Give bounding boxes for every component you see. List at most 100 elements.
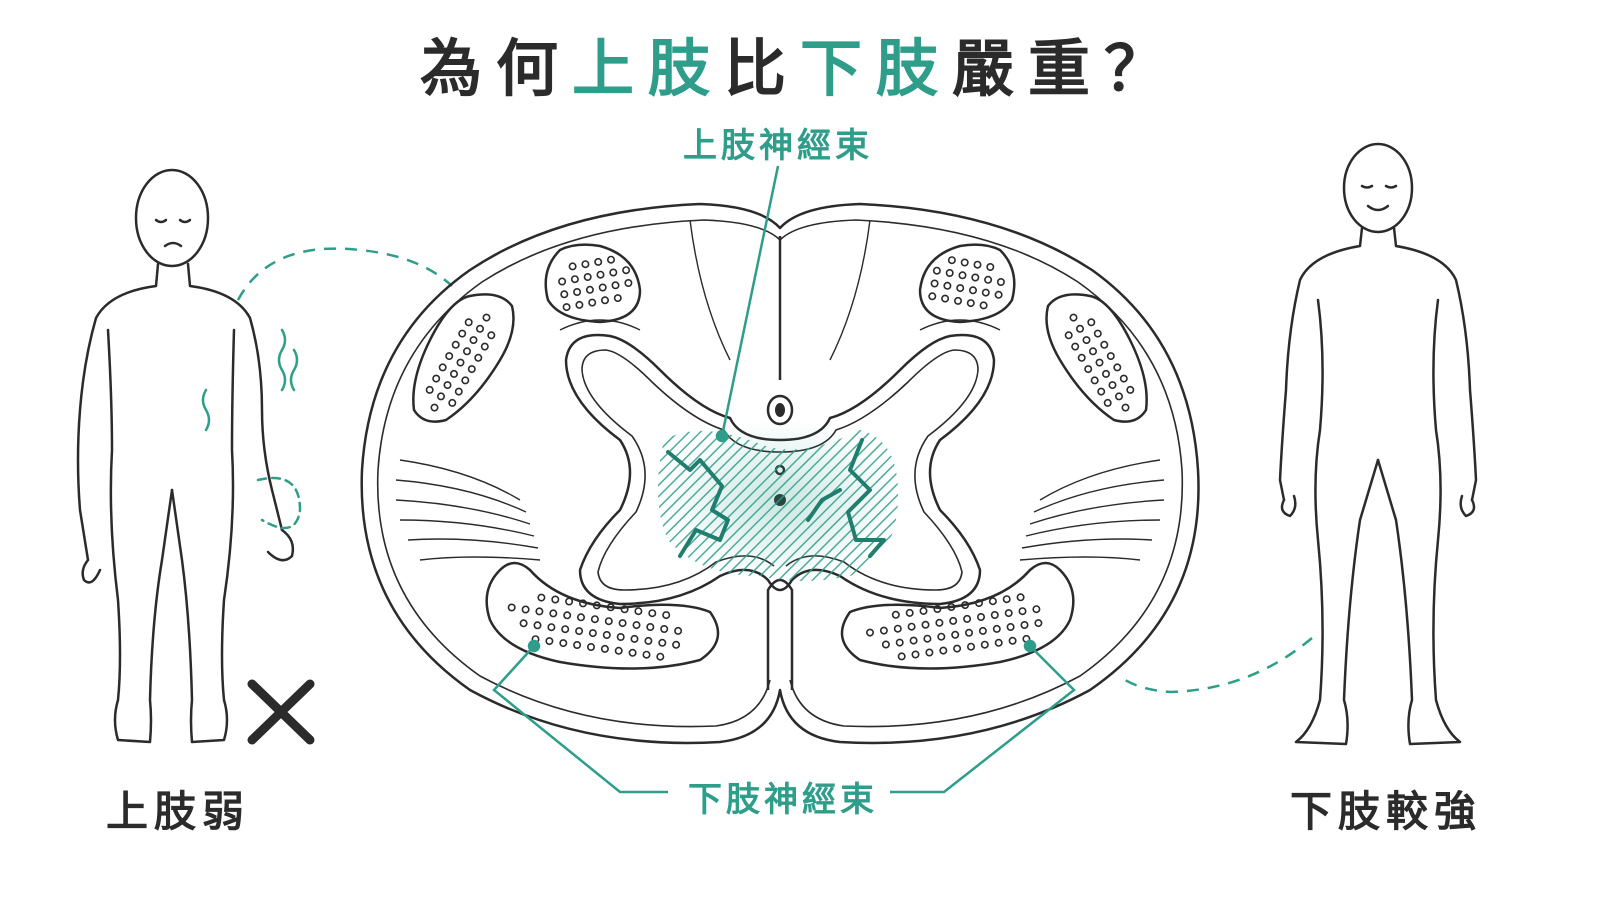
fiber-dot	[988, 597, 997, 606]
fiber-dot	[547, 623, 556, 632]
fiber-dot	[1097, 387, 1106, 396]
fiber-dot	[592, 601, 601, 610]
fiber-dot	[891, 610, 900, 619]
fiber-dot	[432, 374, 441, 383]
fiber-dot	[596, 270, 605, 279]
fiber-dot	[1108, 381, 1117, 390]
fiber-dot	[658, 638, 667, 647]
fiber-dot	[662, 611, 671, 620]
fiber-dot	[909, 636, 918, 645]
fiber-dot	[1093, 329, 1102, 338]
fiber-dot	[588, 629, 597, 638]
fiber-dot	[1016, 593, 1025, 602]
fiber-dot	[973, 260, 982, 269]
fiber-dot	[570, 275, 579, 284]
damaged-central-region	[657, 420, 900, 581]
fiber-dot	[563, 611, 572, 620]
fiber-dot	[865, 628, 874, 637]
fiber-dot	[932, 266, 941, 275]
fiber-dot	[604, 617, 613, 626]
fiber-dot	[562, 303, 571, 312]
fiber-dot	[907, 622, 916, 631]
fiber-dot	[594, 257, 603, 266]
fiber-dot	[462, 347, 471, 356]
fiber-dot	[1084, 365, 1093, 374]
fiber-dot	[981, 288, 990, 297]
tract-leader-lines	[492, 165, 1076, 794]
fiber-dot	[1032, 605, 1041, 614]
fiber-dot	[583, 272, 592, 281]
fiber-dot	[581, 260, 590, 269]
fiber-dot	[968, 286, 977, 295]
fiber-dot	[535, 607, 544, 616]
fiber-dot	[994, 638, 1003, 647]
fiber-dot	[443, 381, 452, 390]
fiber-dot	[588, 298, 597, 307]
fiber-dot	[1090, 376, 1099, 385]
fiber-dot	[598, 283, 607, 292]
fiber-dot	[568, 262, 577, 271]
fiber-dot	[1102, 369, 1111, 378]
right-human-figure	[1278, 142, 1478, 746]
fiber-dot	[606, 255, 615, 264]
fiber-dot	[992, 624, 1001, 633]
fiber-dot	[611, 281, 620, 290]
fiber-dot	[602, 630, 611, 639]
fiber-dot	[606, 603, 615, 612]
fiber-dot	[990, 610, 999, 619]
fiber-dot	[994, 290, 1003, 299]
fiber-dot	[930, 279, 939, 288]
fiber-dot	[933, 604, 942, 613]
fiber-dot	[573, 640, 582, 649]
fiber-dot	[1115, 392, 1124, 401]
fiber-dot	[436, 392, 445, 401]
right-connector-line	[1121, 637, 1313, 694]
fiber-dot	[949, 616, 958, 625]
fiber-dot	[963, 614, 972, 623]
fiber-dot	[575, 300, 584, 309]
spinal-cord-cross-section	[360, 202, 1200, 745]
fiber-dot	[1008, 636, 1017, 645]
fiber-dot	[905, 608, 914, 617]
fiber-dot	[1064, 331, 1073, 340]
fiber-dot	[560, 290, 569, 299]
fiber-dot	[558, 277, 567, 286]
fiber-dot	[953, 296, 962, 305]
fiber-dot	[1126, 385, 1135, 394]
fiber-dot	[945, 268, 954, 277]
fiber-dot	[1089, 347, 1098, 356]
fiber-dot	[561, 625, 570, 634]
fiber-dot	[1119, 374, 1128, 383]
left-caption: 上肢弱	[106, 787, 251, 836]
fiber-dot	[609, 268, 618, 277]
fiber-dot	[953, 644, 962, 653]
fiber-dot	[674, 626, 683, 635]
fiber-dot	[451, 340, 460, 349]
fiber-dot	[937, 632, 946, 641]
tremor-marks	[201, 328, 302, 530]
fiber-dot	[879, 626, 888, 635]
fiber-dot	[656, 652, 665, 661]
fiber-dot	[961, 601, 970, 610]
fiber-dot	[616, 632, 625, 641]
fiber-dot	[974, 599, 983, 608]
fiber-dot	[928, 292, 937, 301]
fiber-dot	[941, 294, 950, 303]
fiber-dot	[585, 285, 594, 294]
fiber-dot	[618, 619, 627, 628]
fiber-dot	[425, 385, 434, 394]
fiber-dot	[986, 262, 995, 271]
fiber-dot	[482, 313, 491, 322]
left-human-figure	[76, 168, 295, 744]
fiber-dot	[958, 271, 967, 280]
fiber-dot	[911, 650, 920, 659]
fiber-dot	[590, 615, 599, 624]
fiber-dot	[575, 627, 584, 636]
fiber-dot	[448, 398, 457, 407]
fiber-dot	[1082, 336, 1091, 345]
fiber-dot	[464, 318, 473, 327]
fiber-dot	[881, 640, 890, 649]
fiber-dot	[620, 605, 629, 614]
fiber-dot	[1076, 324, 1085, 333]
